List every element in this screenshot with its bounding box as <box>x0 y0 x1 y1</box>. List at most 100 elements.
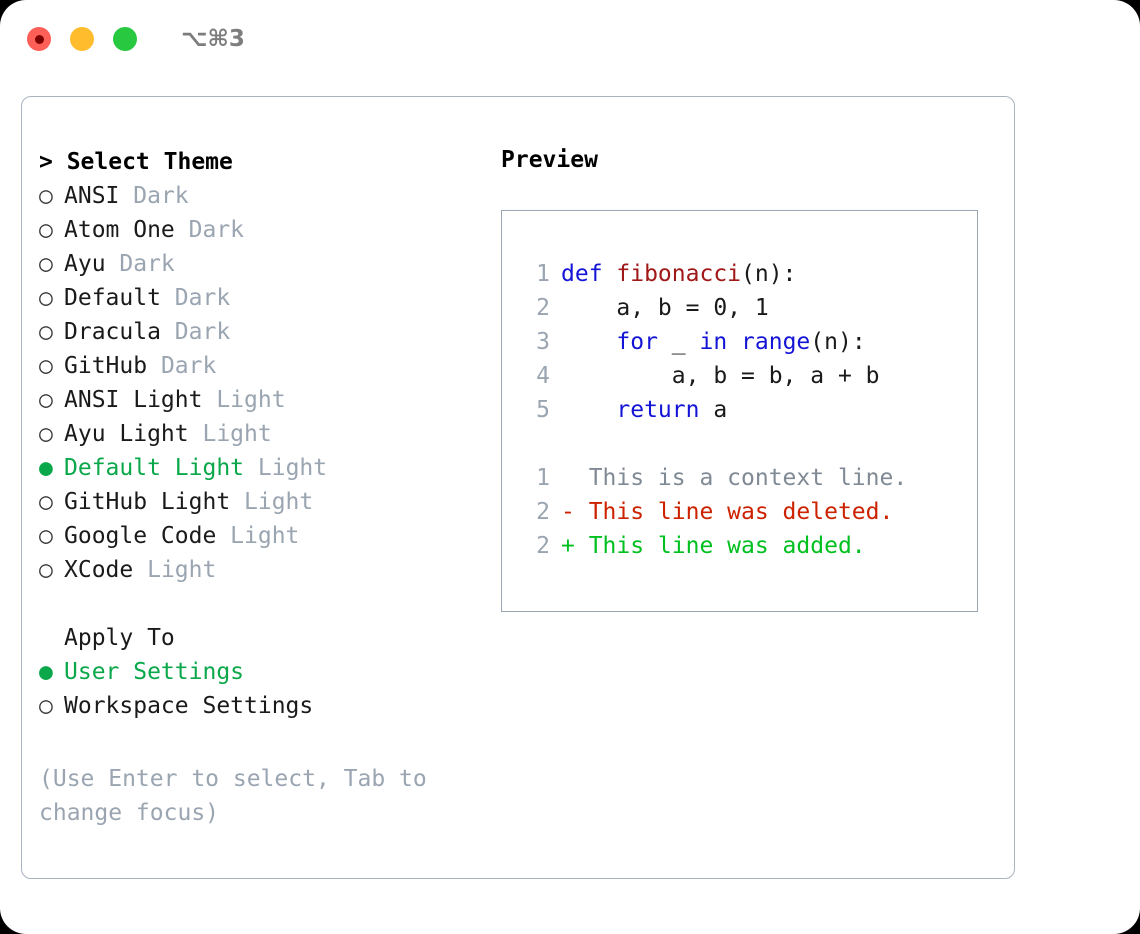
token-kw: def <box>561 261 617 287</box>
line-number: 1 <box>536 261 550 287</box>
radio-unselected-icon[interactable]: ○ <box>39 421 53 447</box>
radio-selected-icon[interactable]: ● <box>39 659 53 685</box>
line-content: + This line was added. <box>561 529 866 563</box>
minimize-button-icon[interactable] <box>70 27 94 51</box>
line-content: a, b = b, a + b <box>561 359 880 393</box>
diff-line: 2 - This line was deleted. <box>520 495 977 529</box>
theme-list-item[interactable]: ○ Dracula Dark <box>39 315 499 349</box>
line-content: - This line was deleted. <box>561 495 893 529</box>
theme-name: XCode <box>64 557 148 583</box>
theme-variant: Dark <box>188 217 245 243</box>
theme-name: GitHub Light <box>64 489 245 515</box>
main-panel: > Select Theme ○ANSI Dark○Atom One Dark○… <box>21 96 1015 879</box>
line-content: This is a context line. <box>561 461 908 495</box>
recording-core-icon <box>34 34 44 44</box>
theme-list-item[interactable]: ●Default Light Light <box>39 451 499 485</box>
line-content: a, b = 0, 1 <box>561 291 769 325</box>
token-plain: a <box>699 397 728 423</box>
apply-to-marker-placeholder: ○ <box>39 621 64 655</box>
radio-selected-icon[interactable]: ● <box>39 455 53 481</box>
theme-list-item[interactable]: ○ANSI Light Light <box>39 383 499 417</box>
radio-unselected-icon[interactable]: ○ <box>39 523 53 549</box>
token-plain <box>727 329 741 355</box>
line-number: 2 <box>536 499 550 525</box>
radio-unselected-icon[interactable]: ○ <box>39 693 53 719</box>
theme-variant: Dark <box>160 353 217 379</box>
theme-name: Ayu Light <box>64 421 203 447</box>
theme-list[interactable]: ○ ANSI Dark ○ Atom One Dark ○ Ayu Dark ○ Defaul… <box>39 179 499 587</box>
apply-to-header: ○Apply To <box>39 621 499 655</box>
theme-variant: Dark <box>174 319 231 345</box>
keyboard-hint: (Use Enter to select, Tab to change focu… <box>39 766 427 826</box>
theme-list-item[interactable]: ○GitHub Dark <box>39 349 499 383</box>
radio-unselected-icon[interactable]: ○ <box>39 557 53 583</box>
token-kw: for <box>616 329 658 355</box>
radio-unselected-icon[interactable]: ○ <box>39 319 53 345</box>
theme-variant: Dark <box>174 285 231 311</box>
line-content: for _ in range(n): <box>561 325 866 359</box>
token-kw: in <box>699 329 728 355</box>
line-number: 5 <box>536 397 550 423</box>
close-button-icon[interactable] <box>27 27 51 51</box>
code-diff-gap <box>520 427 977 461</box>
token-plain: (n): <box>741 261 797 287</box>
theme-name: Atom One <box>64 217 189 243</box>
code-line: 3 for _ in range(n): <box>520 325 977 359</box>
theme-list-item[interactable]: ○ GitHub Light Light <box>39 485 499 519</box>
theme-list-item[interactable]: ○XCode Light <box>39 553 499 587</box>
token-del: - This line was deleted. <box>561 499 894 525</box>
diff-line: 2 + This line was added. <box>520 529 977 563</box>
list-spacer <box>39 587 499 621</box>
token-plain <box>561 329 616 355</box>
diff-sample: 1 This is a context line. 2 - This line wa… <box>520 461 977 563</box>
theme-selector-column: > Select Theme ○ANSI Dark○Atom One Dark○… <box>39 145 499 723</box>
apply-to-list[interactable]: ● User Settings ○Workspace Settings <box>39 655 499 723</box>
token-plain: a, b = 0, 1 <box>561 295 769 321</box>
code-line: 1 def fibonacci(n): <box>520 257 977 291</box>
title-bar: ⌥⌘3 <box>0 0 1140 78</box>
theme-name: ANSI <box>64 183 134 209</box>
apply-to-option[interactable]: ● User Settings <box>39 655 499 689</box>
line-number: 2 <box>536 295 550 321</box>
theme-name: Default Light <box>64 455 258 481</box>
theme-list-item[interactable]: ○ Default Dark <box>39 281 499 315</box>
theme-list-item[interactable]: ○Google Code Light <box>39 519 499 553</box>
theme-variant: Dark <box>119 251 175 277</box>
zoom-button-icon[interactable] <box>113 27 137 51</box>
radio-unselected-icon[interactable]: ○ <box>39 353 53 379</box>
code-line: 2 a, b = 0, 1 <box>520 291 977 325</box>
radio-unselected-icon[interactable]: ○ <box>39 217 53 243</box>
theme-variant: Light <box>202 421 272 447</box>
theme-variant: Light <box>230 523 300 549</box>
theme-name: Ayu <box>64 251 120 277</box>
theme-list-item[interactable]: ○ANSI Dark <box>39 179 499 213</box>
radio-unselected-icon[interactable]: ○ <box>39 489 53 515</box>
theme-name: Default <box>64 285 175 311</box>
theme-name: Dracula <box>64 319 175 345</box>
theme-variant: Light <box>216 387 286 413</box>
token-plain: _ <box>657 329 700 355</box>
token-fn: fibonacci <box>616 261 742 287</box>
diff-line: 1 This is a context line. <box>520 461 977 495</box>
apply-to-option[interactable]: ○Workspace Settings <box>39 689 499 723</box>
token-kw: return <box>616 397 700 423</box>
token-ctx: This is a context line. <box>561 465 908 491</box>
theme-variant: Light <box>244 489 314 515</box>
theme-list-item[interactable]: ○ Atom One Dark <box>39 213 499 247</box>
line-content: return a <box>561 393 727 427</box>
radio-unselected-icon[interactable]: ○ <box>39 183 53 209</box>
token-kw: range <box>741 329 811 355</box>
token-plain: (n): <box>810 329 866 355</box>
code-line: 5 return a <box>520 393 977 427</box>
apply-to-header-label: Apply To <box>64 625 175 651</box>
line-number: 2 <box>536 533 550 559</box>
radio-unselected-icon[interactable]: ○ <box>39 285 53 311</box>
radio-unselected-icon[interactable]: ○ <box>39 251 53 277</box>
theme-list-item[interactable]: ○ Ayu Dark <box>39 247 499 281</box>
theme-list-item[interactable]: ○ Ayu Light Light <box>39 417 499 451</box>
apply-to-option-label: User Settings <box>64 659 245 685</box>
radio-unselected-icon[interactable]: ○ <box>39 387 53 413</box>
